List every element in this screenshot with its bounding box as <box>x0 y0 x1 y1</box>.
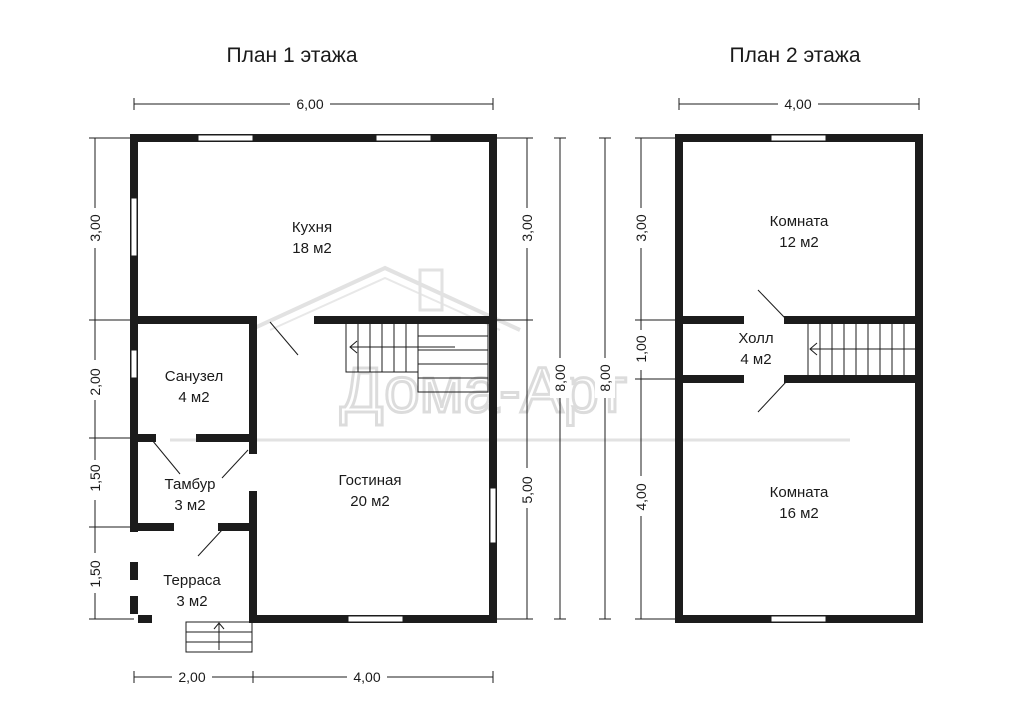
window <box>770 134 827 142</box>
room-kitchen-name: Кухня <box>292 219 332 236</box>
door-swing <box>151 439 181 475</box>
dim-f1-total: 8,00 <box>552 364 568 391</box>
door-swing <box>197 529 223 557</box>
window <box>130 349 138 379</box>
room-bath-name: Санузел <box>165 368 223 385</box>
room2-room1-area: 12 м2 <box>779 234 819 251</box>
dim-f1-right-living: 5,00 <box>519 476 535 503</box>
dim-f1-left-terrace: 1,50 <box>87 560 103 587</box>
room-bath-area: 4 м2 <box>178 389 209 406</box>
terrace-posts <box>130 562 152 623</box>
dim-f1-bottom-left: 2,00 <box>178 669 205 685</box>
window <box>197 134 254 142</box>
dim-f1-top: 6,00 <box>296 96 323 112</box>
dim-f1-left-bath: 2,00 <box>87 368 103 395</box>
floor2-title: План 2 этажа <box>729 44 860 67</box>
room2-hall-area: 4 м2 <box>740 351 771 368</box>
dim-f2-left-hall: 1,00 <box>633 335 649 362</box>
floor1-title: План 1 этажа <box>226 44 357 67</box>
room-tambur-area: 3 м2 <box>174 497 205 514</box>
room-tambur-name: Тамбур <box>165 476 216 493</box>
dim-f2-left-room1: 3,00 <box>633 214 649 241</box>
room-kitchen-area: 18 м2 <box>292 240 332 257</box>
floor1-plan: 6,00 3,00 2,00 1,50 1,50 3,00 5,00 8,00 … <box>85 94 570 686</box>
dim-f1-left-kitchen: 3,00 <box>87 214 103 241</box>
room-living-name: Гостиная <box>339 472 402 489</box>
dim-f1-right-kitchen: 3,00 <box>519 214 535 241</box>
room-terrace-area: 3 м2 <box>176 593 207 610</box>
room2-hall-name: Холл <box>738 330 773 347</box>
floor1-staircase <box>345 321 489 393</box>
room2-room2-area: 16 м2 <box>779 505 819 522</box>
dim-f1-bottom-right: 4,00 <box>353 669 380 685</box>
door-swing <box>269 321 299 356</box>
window <box>347 615 404 623</box>
floor2-plan: 4,00 3,00 1,00 4,00 8,00 Комната 12 м2 Х… <box>595 94 923 623</box>
room-living-area: 20 м2 <box>350 493 390 510</box>
door-swing <box>757 289 786 319</box>
dim-f1-left-tambur: 1,50 <box>87 464 103 491</box>
room2-room1-name: Комната <box>770 213 829 230</box>
room-terrace-name: Терраса <box>163 572 221 589</box>
window <box>375 134 432 142</box>
door-swing <box>221 449 249 479</box>
window <box>130 197 138 257</box>
room2-room2-name: Комната <box>770 484 829 501</box>
watermark-text: Дома-Арт <box>340 354 627 426</box>
door-swing <box>757 381 787 413</box>
window <box>770 615 827 623</box>
floor2-staircase <box>807 321 917 377</box>
entrance-steps <box>185 621 253 653</box>
dim-f2-total: 8,00 <box>597 364 613 391</box>
dim-f2-left-room2: 4,00 <box>633 483 649 510</box>
watermark: Дома-Арт <box>170 265 850 442</box>
dim-f2-top: 4,00 <box>784 96 811 112</box>
window <box>489 487 497 544</box>
